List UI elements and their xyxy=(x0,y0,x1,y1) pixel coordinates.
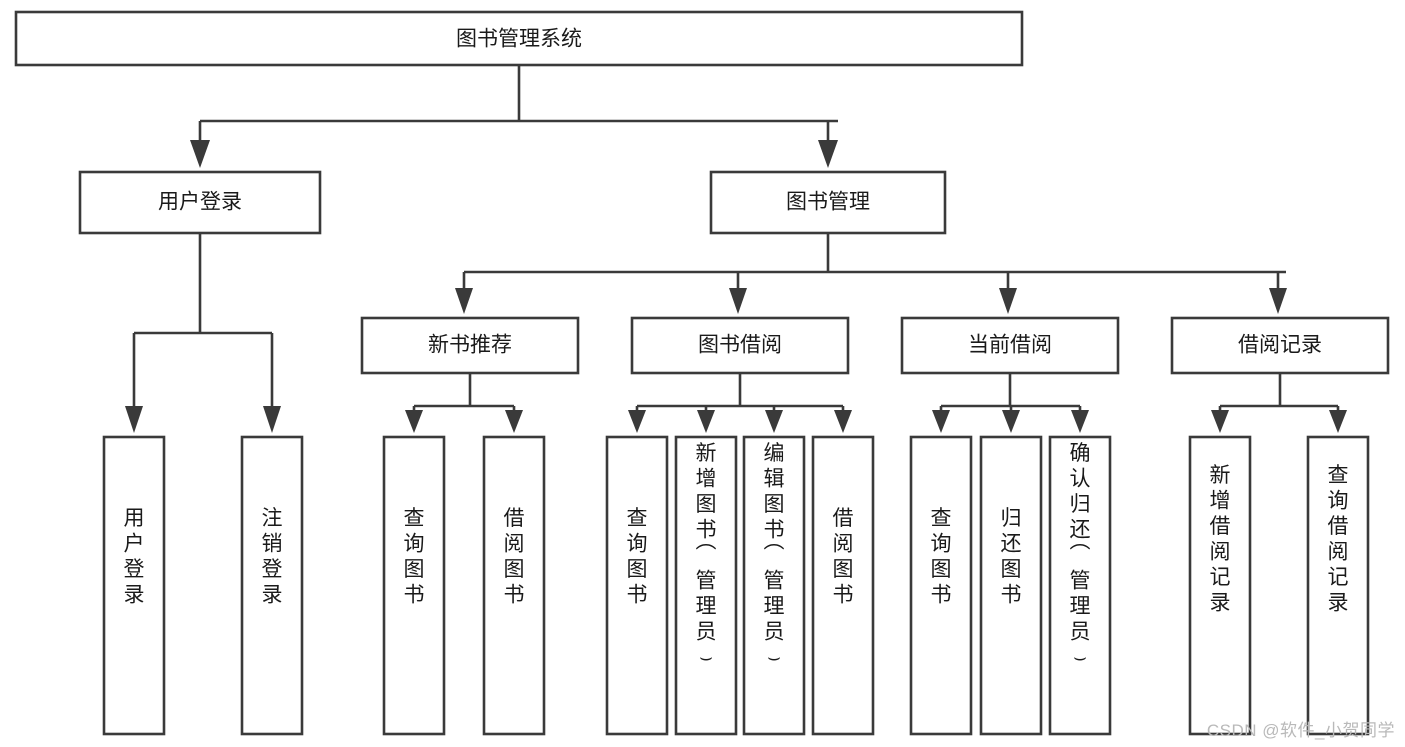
leaf-node-return-book-box[interactable] xyxy=(979,435,1043,736)
leaf-node-edit-book-admin-box[interactable] xyxy=(742,435,806,736)
node-borrow-record-label: 借阅记录 xyxy=(1238,334,1322,357)
connector-group-current-borrow xyxy=(932,373,1089,433)
node-current-borrow[interactable]: 当前借阅 xyxy=(900,316,1120,375)
node-borrow-record[interactable]: 借阅记录 xyxy=(1170,316,1390,375)
leaf-node-logout-box[interactable] xyxy=(240,435,304,736)
leaf-node-logout[interactable]: 注销登录 xyxy=(240,435,304,736)
leaf-node-borrow-book-rec[interactable]: 借阅图书 xyxy=(482,435,546,736)
connector-group-book-borrow xyxy=(628,373,852,433)
leaf-node-borrow-book[interactable]: 借阅图书 xyxy=(811,435,875,736)
connector-group-new-book xyxy=(405,373,523,433)
leaf-node-user-login-label: 用户登录 xyxy=(124,507,145,607)
leaf-node-add-book-admin-label: 新增图书⌒管理员⌣ xyxy=(696,442,717,669)
arrow-icon-userlogin-leaf-1 xyxy=(125,406,143,433)
leaf-node-borrow-book-box[interactable] xyxy=(811,435,875,736)
arrow-icon-root-to-book-mgmt xyxy=(818,140,838,168)
leaf-node-add-book-admin-box[interactable] xyxy=(674,435,738,736)
leaf-node-borrow-book-rec-box[interactable] xyxy=(482,435,546,736)
arrow-icon-currentborrow-leaf-1 xyxy=(932,410,950,433)
node-book-borrow-box[interactable] xyxy=(630,316,850,375)
node-book-borrow[interactable]: 图书借阅 xyxy=(630,316,850,375)
leaf-node-confirm-return-admin-box[interactable] xyxy=(1048,435,1112,736)
arrow-icon-bookborrow-leaf-1 xyxy=(628,410,646,433)
node-borrow-record-box[interactable] xyxy=(1170,316,1390,375)
arrow-icon-root-to-user-login xyxy=(190,140,210,168)
arrow-icon-bookmgmt-to-borrow xyxy=(729,288,747,314)
leaf-node-borrow-book-label: 借阅图书 xyxy=(833,507,854,607)
node-root[interactable]: 图书管理系统 xyxy=(14,10,1024,67)
connector-group-borrow-record xyxy=(1211,373,1347,433)
node-new-book-recommend[interactable]: 新书推荐 xyxy=(360,316,580,375)
leaf-node-borrow-book-rec-label: 借阅图书 xyxy=(504,507,525,607)
arrow-icon-bookmgmt-to-new-book xyxy=(455,288,473,314)
leaf-node-query-borrow-record-label: 查询借阅记录 xyxy=(1328,464,1349,615)
arrow-icon-currentborrow-leaf-2 xyxy=(1002,410,1020,433)
leaf-node-user-login-box[interactable] xyxy=(102,435,166,736)
node-new-book-recommend-label: 新书推荐 xyxy=(428,334,512,357)
node-root-label: 图书管理系统 xyxy=(456,28,582,51)
leaf-node-query-borrow-record[interactable]: 查询借阅记录 xyxy=(1306,435,1370,736)
node-user-login-label: 用户登录 xyxy=(158,191,242,214)
leaf-node-query-borrow-record-box[interactable] xyxy=(1306,435,1370,736)
leaf-node-confirm-return-admin-label: 确认归还⌒管理员⌣ xyxy=(1070,442,1091,669)
node-book-management[interactable]: 图书管理 xyxy=(709,170,947,235)
connector-group-book-mgmt xyxy=(455,233,1287,314)
node-book-management-label: 图书管理 xyxy=(786,191,870,214)
node-current-borrow-box[interactable] xyxy=(900,316,1120,375)
leaf-node-query-book-current[interactable]: 查询图书 xyxy=(909,435,973,736)
leaf-node-add-borrow-record-label: 新增借阅记录 xyxy=(1210,464,1231,615)
leaf-node-confirm-return-admin[interactable]: 确认归还⌒管理员⌣ xyxy=(1048,435,1112,736)
node-root-box[interactable] xyxy=(14,10,1024,67)
arrow-icon-borrowrecord-leaf-1 xyxy=(1211,410,1229,433)
arrow-icon-newbook-leaf-1 xyxy=(405,410,423,433)
arrow-icon-userlogin-leaf-2 xyxy=(263,406,281,433)
leaf-node-logout-label: 注销登录 xyxy=(262,507,283,607)
node-book-management-box[interactable] xyxy=(709,170,947,235)
node-user-login[interactable]: 用户登录 xyxy=(78,170,322,235)
connector-group-user-login xyxy=(125,233,281,433)
connector-group-root xyxy=(190,65,838,168)
leaf-node-user-login[interactable]: 用户登录 xyxy=(102,435,166,736)
arrow-icon-bookborrow-leaf-2 xyxy=(697,410,715,433)
leaf-node-query-book-borrow-box[interactable] xyxy=(605,435,669,736)
arrow-icon-bookborrow-leaf-3 xyxy=(765,410,783,433)
leaf-node-return-book-label: 归还图书 xyxy=(1001,507,1022,607)
arrow-icon-currentborrow-leaf-3 xyxy=(1071,410,1089,433)
arrow-icon-borrowrecord-leaf-2 xyxy=(1329,410,1347,433)
node-new-book-recommend-box[interactable] xyxy=(360,316,580,375)
leaf-node-query-book-borrow[interactable]: 查询图书 xyxy=(605,435,669,736)
leaf-node-add-borrow-record-box[interactable] xyxy=(1188,435,1252,736)
leaf-node-query-book-rec-label: 查询图书 xyxy=(404,507,425,607)
leaf-node-query-book-rec[interactable]: 查询图书 xyxy=(382,435,446,736)
leaf-node-edit-book-admin-label: 编辑图书⌒管理员⌣ xyxy=(764,442,785,669)
leaf-node-add-borrow-record[interactable]: 新增借阅记录 xyxy=(1188,435,1252,736)
arrow-icon-bookmgmt-to-record xyxy=(1269,288,1287,314)
leaf-node-return-book[interactable]: 归还图书 xyxy=(979,435,1043,736)
arrow-icon-bookmgmt-to-current xyxy=(999,288,1017,314)
arrow-icon-bookborrow-leaf-4 xyxy=(834,410,852,433)
leaf-node-add-book-admin[interactable]: 新增图书⌒管理员⌣ xyxy=(674,435,738,736)
leaf-node-query-book-rec-box[interactable] xyxy=(382,435,446,736)
node-current-borrow-label: 当前借阅 xyxy=(968,334,1052,357)
arrow-icon-newbook-leaf-2 xyxy=(505,410,523,433)
leaf-node-edit-book-admin[interactable]: 编辑图书⌒管理员⌣ xyxy=(742,435,806,736)
node-user-login-box[interactable] xyxy=(78,170,322,235)
leaf-node-query-book-borrow-label: 查询图书 xyxy=(627,507,648,607)
node-book-borrow-label: 图书借阅 xyxy=(698,334,782,357)
leaf-node-query-book-current-box[interactable] xyxy=(909,435,973,736)
leaf-node-query-book-current-label: 查询图书 xyxy=(931,507,952,607)
